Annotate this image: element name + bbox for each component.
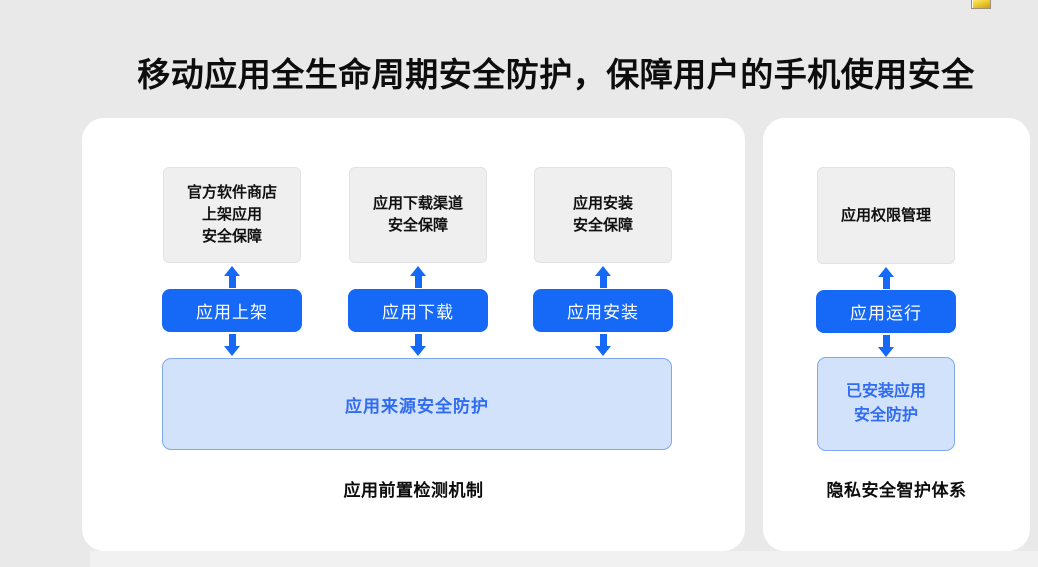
official-store-safeguard-box: 官方软件商店 上架应用 安全保障 xyxy=(163,167,301,263)
up-arrow-icon xyxy=(224,266,240,288)
app-download-column: 应用下载渠道 安全保障 应用下载 xyxy=(348,167,488,356)
down-arrow-icon xyxy=(410,334,426,356)
down-arrow-icon xyxy=(224,334,240,356)
up-arrow-icon xyxy=(878,267,894,289)
app-listing-stage-label: 应用上架 xyxy=(162,289,302,332)
left-panel-caption: 应用前置检测机制 xyxy=(343,481,484,500)
download-channel-safeguard-box: 应用下载渠道 安全保障 xyxy=(349,167,487,263)
installed-app-security-box: 已安装应用 安全防护 xyxy=(817,357,955,451)
clipped-yellow-image-icon xyxy=(971,0,991,9)
down-arrow-icon xyxy=(595,334,611,356)
right-panel-caption: 隐私安全智护体系 xyxy=(826,481,967,500)
app-runtime-stage-label: 应用运行 xyxy=(816,290,956,333)
install-safeguard-box: 应用安装 安全保障 xyxy=(534,167,672,263)
slide-title: 移动应用全生命周期安全防护，保障用户的手机使用安全 xyxy=(137,56,975,93)
privacy-security-panel: 应用权限管理 应用运行 已安装应用 安全防护 隐私安全智护体系 xyxy=(763,118,1030,551)
up-arrow-icon xyxy=(595,266,611,288)
app-listing-column: 官方软件商店 上架应用 安全保障 应用上架 xyxy=(162,167,302,356)
down-arrow-icon xyxy=(878,335,894,357)
bottom-edge-strip xyxy=(90,551,1038,567)
app-install-column: 应用安装 安全保障 应用安装 xyxy=(533,167,673,356)
app-install-stage-label: 应用安装 xyxy=(533,289,673,332)
up-arrow-icon xyxy=(410,266,426,288)
app-download-stage-label: 应用下载 xyxy=(348,289,488,332)
app-source-security-box: 应用来源安全防护 xyxy=(162,358,672,450)
app-pre-detection-panel: 官方软件商店 上架应用 安全保障 应用上架 应用下载渠道 安全保障 应用下载 应… xyxy=(82,118,745,551)
permission-management-box: 应用权限管理 xyxy=(817,167,955,264)
app-runtime-column: 应用权限管理 应用运行 已安装应用 安全防护 xyxy=(816,167,956,451)
